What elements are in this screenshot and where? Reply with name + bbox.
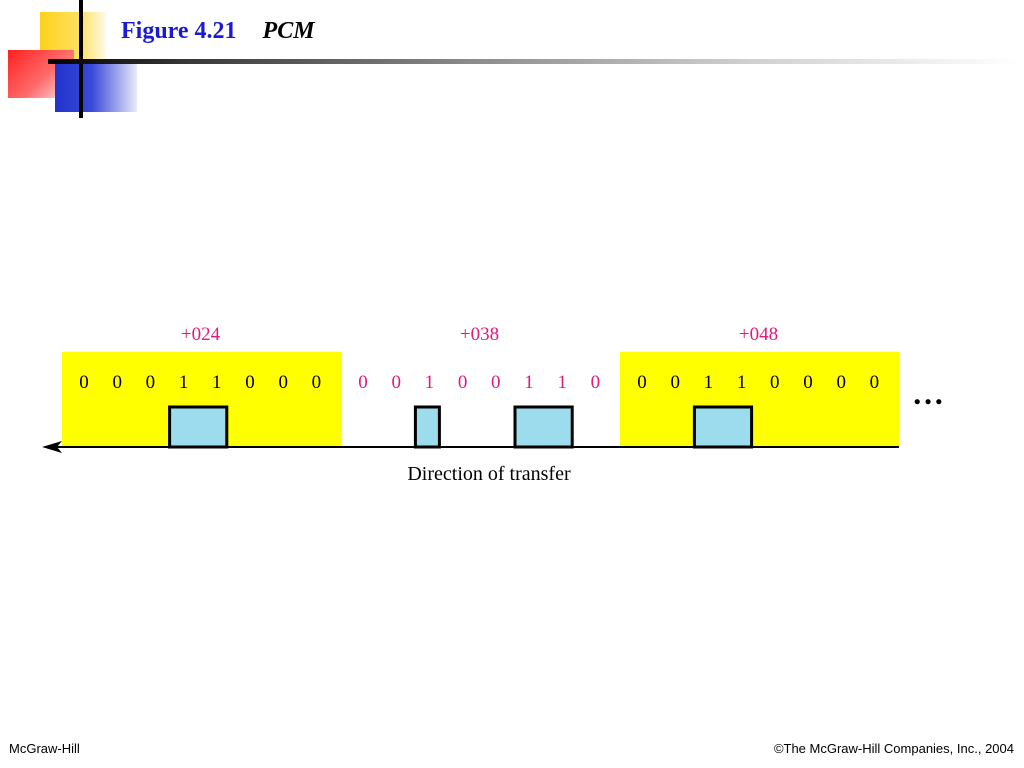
bit-label: 1	[737, 372, 747, 393]
footer-publisher: McGraw-Hill	[9, 741, 80, 756]
decor-blue-square	[55, 62, 137, 112]
arrow-head	[42, 441, 62, 453]
pcm-diagram: +024 0 0 0 1 1 0 0 0 +038 0 0 1 0 0 1 1 0 +048 0 0 1 1 0 0 0 0 … Dir…	[42, 324, 944, 485]
title-underline	[48, 59, 1018, 64]
bit-label: 0	[803, 372, 813, 393]
bit-label: 1	[212, 372, 222, 393]
bit-label: 1	[557, 372, 567, 393]
bit-label: 0	[245, 372, 255, 393]
figure-label: Figure 4.21	[121, 18, 237, 44]
ellipsis: …	[912, 375, 944, 411]
slide-title: Figure 4.21 PCM	[121, 14, 315, 48]
bit-label: 1	[179, 372, 189, 393]
bit-label: 0	[312, 372, 322, 393]
bit-label: 0	[358, 372, 368, 393]
pulse-block	[168, 405, 229, 449]
pulse-block	[692, 405, 754, 449]
sample-value-label: +048	[739, 324, 778, 345]
bit-label: 0	[146, 372, 156, 393]
bit-label: 1	[425, 372, 435, 393]
bit-label: 0	[112, 372, 122, 393]
bit-label: 0	[637, 372, 647, 393]
bit-label: 0	[491, 372, 501, 393]
figure-name: PCM	[262, 18, 315, 44]
bit-label: 0	[458, 372, 468, 393]
bit-label: 0	[278, 372, 288, 393]
direction-label: Direction of transfer	[407, 463, 571, 485]
bit-label: 0	[79, 372, 89, 393]
bit-label: 0	[670, 372, 680, 393]
footer-copyright: ©The McGraw-Hill Companies, Inc., 2004	[773, 741, 1014, 756]
pulse-block	[513, 405, 574, 449]
sample-highlight-box	[620, 352, 899, 447]
bit-label: 0	[770, 372, 780, 393]
bit-label: 1	[524, 372, 534, 393]
bit-label: 0	[391, 372, 401, 393]
pulse-block	[413, 405, 441, 449]
sample-value-label: +038	[460, 324, 499, 345]
bit-label: 1	[704, 372, 714, 393]
bit-label: 0	[870, 372, 880, 393]
sample-value-label: +024	[181, 324, 221, 345]
bit-label: 0	[591, 372, 601, 393]
bit-label: 0	[836, 372, 846, 393]
